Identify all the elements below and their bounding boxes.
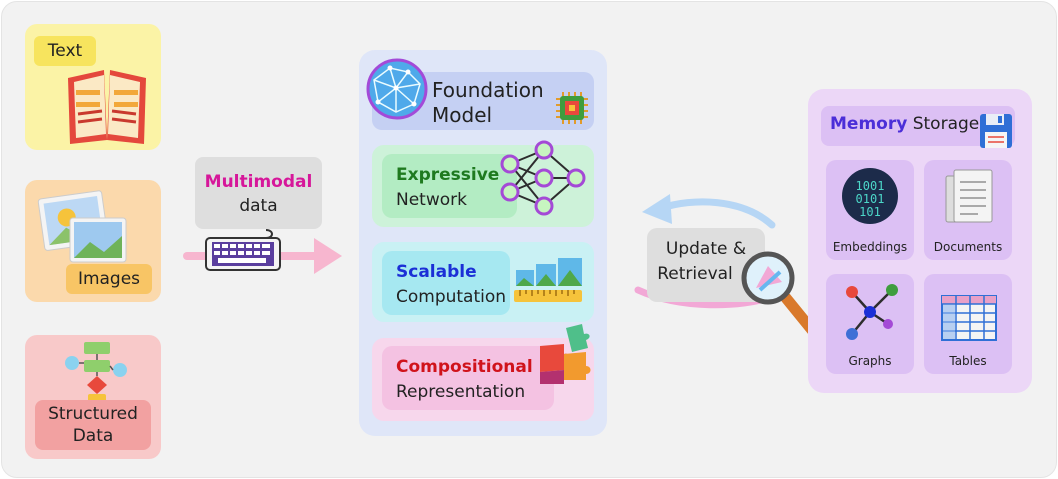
scalable-keyword: Scalable (396, 262, 477, 282)
tile-label-tables: Tables (949, 354, 987, 368)
chip-icon (556, 92, 588, 124)
multimodal-keyword: Multimodal (204, 172, 313, 192)
scalable-sub: Computation (396, 287, 507, 307)
graphs-tile (826, 274, 914, 374)
expressive-keyword: Expressive (396, 165, 500, 185)
structured-label-line2: Data (72, 426, 114, 446)
images-input-label: Images (66, 264, 152, 294)
binary-icon: 1001 0101 101 (842, 168, 898, 224)
magnifier-icon (741, 251, 818, 336)
book-icon (68, 70, 146, 144)
svg-text:101: 101 (859, 205, 881, 219)
foundation-title-line1: Foundation (432, 78, 544, 102)
structured-label-line1: Structured (48, 404, 138, 424)
compositional-sub: Representation (396, 382, 526, 402)
update-line2: Retrieval (657, 264, 733, 284)
memory-storage-title: Memory Storage (830, 114, 979, 134)
compositional-representation-label-bg (382, 346, 554, 410)
documents-icon (945, 169, 993, 223)
svg-text:1001: 1001 (856, 179, 885, 193)
memory-keyword: Memory (830, 114, 908, 134)
tile-label-graphs: Graphs (848, 354, 892, 368)
memory-rest: Storage (912, 114, 980, 134)
structured-input-label: Structured Data (35, 400, 151, 450)
neural-network-icon (500, 140, 586, 216)
keyboard-icon (205, 229, 281, 271)
table-icon (941, 295, 997, 341)
puzzle-icon (540, 324, 591, 384)
graph-icon (846, 284, 898, 340)
compositional-keyword: Compositional (396, 357, 533, 377)
scalable-computation-label-bg (382, 251, 510, 315)
update-line1: Update & (665, 239, 747, 259)
foundation-title-line2: Model (432, 103, 493, 127)
floppy-disk-icon (980, 114, 1012, 148)
expressive-sub: Network (396, 190, 467, 210)
text-input-label: Text (34, 36, 96, 66)
flowchart-icon (65, 342, 127, 402)
multimodal-box (195, 157, 322, 229)
globe-network-icon (366, 58, 428, 120)
tile-label-embeddings: Embeddings (832, 240, 908, 254)
foundation-model-title: Foundation Model (432, 78, 544, 128)
charts-ruler-icon (514, 258, 582, 302)
svg-text:0101: 0101 (856, 192, 885, 206)
tile-label-documents: Documents (933, 240, 1003, 254)
images-icon (37, 190, 127, 263)
multimodal-rest: data (239, 196, 278, 216)
expressive-network-label-bg (382, 154, 517, 218)
